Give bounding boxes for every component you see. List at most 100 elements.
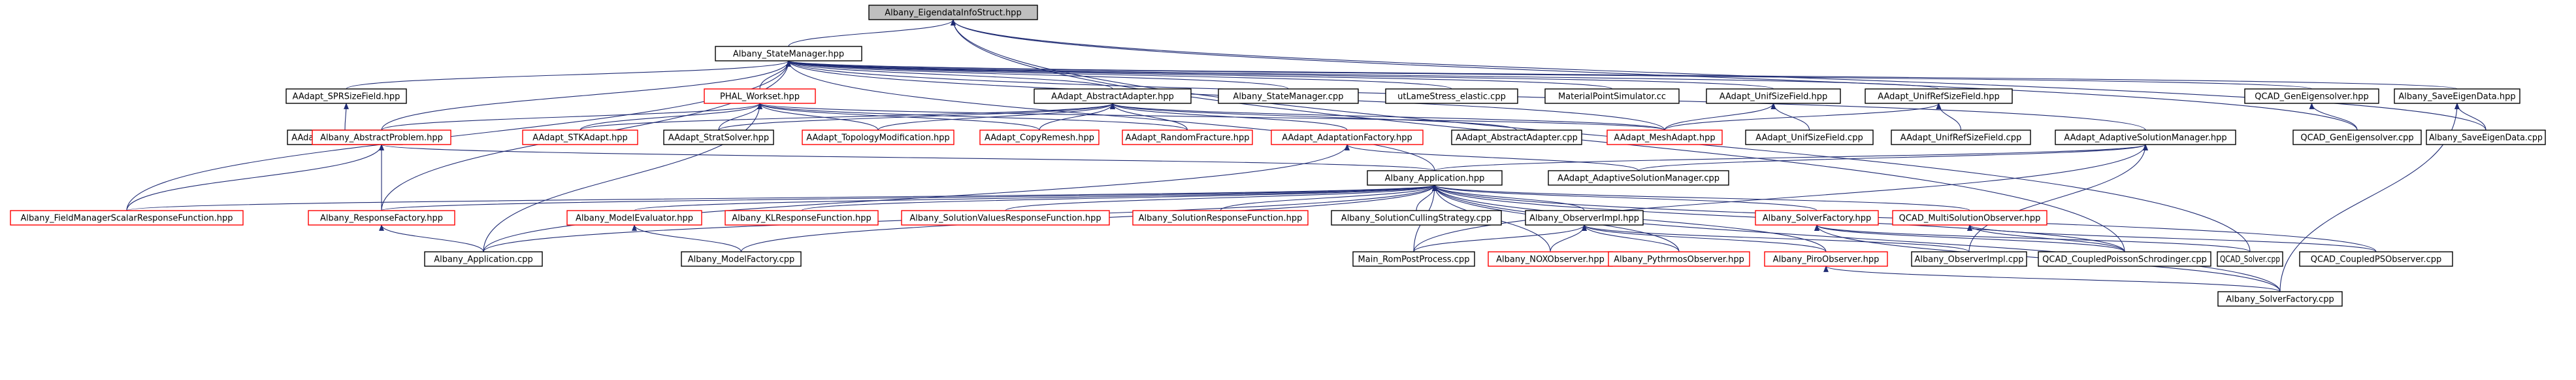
node-box (1548, 170, 1729, 186)
node-sm_cpp[interactable]: Albany_StateManager.cpp (1218, 88, 1359, 104)
node-klresp[interactable]: Albany_KLResponseFunction.hpp (725, 210, 879, 226)
edge-sm_cpp-to-sm (786, 60, 1289, 90)
edge-unifref_h-to-sm (786, 60, 1940, 90)
node-label: Albany_ObserverImpl.cpp (1915, 255, 2024, 265)
edge-meshadapt-to-phal (757, 103, 1665, 131)
edge-qcad_gen_cpp-to-qcad_gen_h (2309, 103, 2358, 131)
node-label: utLameStress_elastic.cpp (1397, 92, 1506, 102)
edge-fmsrf-to-absprob (126, 144, 384, 211)
node-asm_h[interactable]: AAdapt_AdaptiveSolutionManager.hpp (2055, 130, 2236, 145)
node-matpt[interactable]: MaterialPointSimulator.cc (1544, 88, 1680, 104)
node-box (1352, 251, 1475, 267)
node-unifref_cpp[interactable]: AAdapt_UnifRefSizeField.cpp (1891, 130, 2031, 145)
node-pythrmos[interactable]: Albany_PythrmosObserver.hpp (1608, 251, 1750, 267)
node-label: AAdapt_AbstractAdapter.hpp (1051, 92, 1174, 102)
node-absprob[interactable]: Albany_AbstractProblem.hpp (312, 130, 451, 145)
node-copyremesh[interactable]: AAdapt_CopyRemesh.hpp (979, 130, 1100, 145)
node-box (1764, 251, 1888, 267)
node-label: AAdapt_CopyRemesh.hpp (985, 133, 1094, 143)
node-label: Albany_PythrmosObserver.hpp (1614, 255, 1744, 265)
node-app[interactable]: Albany_Application.hpp (1367, 170, 1503, 186)
node-label: Albany_ModelEvaluator.hpp (576, 214, 693, 224)
node-label: QCAD_CoupledPSObserver.cpp (2311, 255, 2441, 265)
node-qcad_gen_h[interactable]: QCAD_GenEigensolver.hpp (2244, 88, 2379, 104)
node-label: AAdapt_RandomFracture.hpp (1125, 133, 1249, 143)
node-asm_cpp[interactable]: AAdapt_AdaptiveSolutionManager.cpp (1548, 170, 1729, 186)
node-box (566, 210, 702, 226)
node-box (10, 210, 244, 226)
node-label: QCAD_CoupledPoissonSchrodinger.cpp (2042, 255, 2207, 265)
edge-obsimpl_cpp-to-asm_h (1968, 144, 2148, 252)
node-solvfact_h[interactable]: Albany_SolverFactory.hpp (1755, 210, 1879, 226)
node-multisol[interactable]: QCAD_MultiSolutionObserver.hpp (1892, 210, 2047, 226)
node-label: AAdapt_AdaptiveSolutionManager.cpp (1557, 174, 1720, 184)
node-coupledps[interactable]: QCAD_CoupledPoissonSchrodinger.cpp (2038, 251, 2211, 267)
node-box (1525, 210, 1644, 226)
node-label: MaterialPointSimulator.cc (1558, 92, 1666, 102)
node-solresp[interactable]: Albany_SolutionResponseFunction.hpp (1132, 210, 1309, 226)
node-label: Albany_SaveEigenData.cpp (2429, 133, 2543, 143)
node-label: Albany_ResponseFactory.hpp (320, 214, 443, 224)
node-root[interactable]: Albany_EigendataInfoStruct.hpp (868, 5, 1038, 20)
node-box (802, 130, 954, 145)
node-unifsize_cpp[interactable]: AAdapt_UnifSizeField.cpp (1745, 130, 1874, 145)
node-box (725, 210, 879, 226)
node-saveeig_cpp[interactable]: Albany_SaveEigenData.cpp (2426, 130, 2546, 145)
node-fmsrf[interactable]: Albany_FieldManagerScalarResponseFunctio… (10, 210, 244, 226)
node-coupledpsobs[interactable]: QCAD_CoupledPSObserver.cpp (2299, 251, 2453, 267)
edge-absadapt-to-sm (786, 60, 1113, 90)
node-topo[interactable]: AAdapt_TopologyModification.hpp (802, 130, 954, 145)
node-meshadapt[interactable]: AAdapt_MeshAdapt.hpp (1606, 130, 1723, 145)
node-solvfact_cpp[interactable]: Albany_SolverFactory.cpp (2217, 291, 2343, 307)
node-label: Albany_AbstractProblem.hpp (320, 133, 443, 143)
node-saveeig_h[interactable]: Albany_SaveEigenData.hpp (2394, 88, 2520, 104)
node-unifsize_h[interactable]: AAdapt_UnifSizeField.hpp (1706, 88, 1841, 104)
node-obsimpl_h[interactable]: Albany_ObserverImpl.hpp (1525, 210, 1644, 226)
node-box (522, 130, 638, 145)
node-randfrac[interactable]: AAdapt_RandomFracture.hpp (1122, 130, 1253, 145)
node-absadapt[interactable]: AAdapt_AbstractAdapter.hpp (1034, 88, 1192, 104)
node-qcadsolver[interactable]: QCAD_Solver.cpp (2217, 251, 2283, 267)
edge-app-to-absprob (379, 144, 1435, 171)
node-unifref_h[interactable]: AAdapt_UnifRefSizeField.hpp (1865, 88, 2013, 104)
node-mainrom[interactable]: Main_RomPostProcess.cpp (1352, 251, 1475, 267)
node-respfact[interactable]: Albany_ResponseFactory.hpp (308, 210, 455, 226)
edge-mainrom-to-obsimpl_h (1413, 224, 1587, 252)
node-piroobs[interactable]: Albany_PiroObserver.hpp (1764, 251, 1888, 267)
node-noxobs[interactable]: Albany_NOXObserver.hpp (1488, 251, 1613, 267)
node-utlame[interactable]: utLameStress_elastic.cpp (1385, 88, 1518, 104)
edge-sprsize_h-to-sm (346, 60, 791, 90)
node-sm[interactable]: Albany_StateManager.hpp (715, 46, 862, 61)
node-box (715, 46, 862, 61)
node-label: Albany_ModelFactory.cpp (688, 255, 795, 265)
node-phal[interactable]: PHAL_Workset.hpp (704, 88, 816, 104)
node-box (1331, 210, 1502, 226)
edge-adaptfact-to-absadapt (1110, 103, 1348, 131)
node-obsimpl_cpp[interactable]: Albany_ObserverImpl.cpp (1911, 251, 2027, 267)
node-sprsize_h[interactable]: AAdapt_SPRSizeField.hpp (285, 88, 407, 104)
node-strat[interactable]: AAdapt_StratSolver.hpp (663, 130, 774, 145)
edge-app_cpp-to-phal (483, 103, 762, 252)
node-qcad_gen_cpp[interactable]: QCAD_GenEigensolver.cpp (2292, 130, 2422, 145)
node-solcull[interactable]: Albany_SolutionCullingStrategy.cpp (1331, 210, 1502, 226)
node-modelfact[interactable]: Albany_ModelFactory.cpp (681, 251, 802, 267)
node-label: AAdapt_AbstractAdapter.cpp (1456, 133, 1578, 143)
node-box (901, 210, 1110, 226)
edge-unifsize_cpp-to-unifsize_h (1770, 103, 1810, 131)
node-modeleval[interactable]: Albany_ModelEvaluator.hpp (566, 210, 702, 226)
node-absadapt_cpp[interactable]: AAdapt_AbstractAdapter.cpp (1451, 130, 1582, 145)
node-adaptfact[interactable]: AAdapt_AdaptationFactory.hpp (1271, 130, 1424, 145)
node-app_cpp[interactable]: Albany_Application.cpp (424, 251, 543, 267)
node-box (1132, 210, 1309, 226)
node-label: AAdapt_STKAdapt.hpp (532, 133, 628, 143)
edge-solvfact_cpp-to-piroobs (1823, 266, 2281, 292)
edge-topo-to-absadapt (877, 103, 1115, 131)
node-box (663, 130, 774, 145)
node-stk[interactable]: AAdapt_STKAdapt.hpp (522, 130, 638, 145)
node-solvalresp[interactable]: Albany_SolutionValuesResponseFunction.hp… (901, 210, 1110, 226)
edge-solvalresp-to-app (1005, 184, 1437, 211)
node-label: PHAL_Workset.hpp (720, 92, 800, 102)
node-label: AAdapt_UnifRefSizeField.hpp (1878, 92, 2000, 102)
edge-coupledpsobs-to-multisol (1967, 224, 2377, 252)
node-box (308, 210, 455, 226)
